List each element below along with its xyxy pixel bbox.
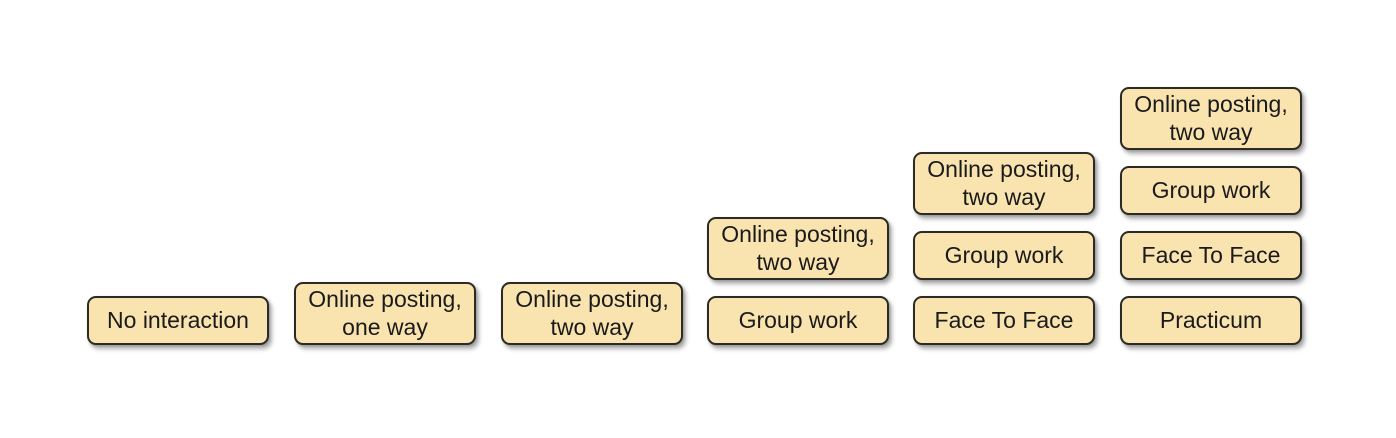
box-label-line: Online posting,	[308, 286, 462, 313]
stair-column-3: Online posting,two way	[501, 282, 683, 345]
box-label-line: Online posting,	[927, 156, 1081, 183]
stair-box: Online posting,two way	[1120, 87, 1302, 150]
box-label-line: two way	[1169, 118, 1253, 145]
box-label-line: two way	[756, 248, 840, 275]
box-label-line: two way	[550, 313, 634, 340]
box-label-line: Group work	[1151, 176, 1271, 203]
stair-box: Face To Face	[1120, 231, 1302, 280]
box-label-line: two way	[962, 183, 1046, 210]
box-label-line: Online posting,	[1134, 91, 1288, 118]
stair-box: Group work	[913, 231, 1095, 280]
stair-box: Group work	[1120, 166, 1302, 215]
stair-box: Face To Face	[913, 296, 1095, 345]
stair-box: Online posting,one way	[294, 282, 476, 345]
stair-column-1: No interaction	[87, 296, 269, 345]
stair-box: Online posting,two way	[707, 217, 889, 280]
box-label-line: No interaction	[107, 306, 249, 333]
box-label-line: Group work	[738, 306, 858, 333]
box-label-line: Practicum	[1159, 306, 1263, 333]
box-label-line: Face To Face	[1141, 241, 1281, 268]
stair-box: Practicum	[1120, 296, 1302, 345]
box-label-line: Group work	[944, 241, 1064, 268]
stair-box: Group work	[707, 296, 889, 345]
stair-box: Online posting,two way	[913, 152, 1095, 215]
stair-box: No interaction	[87, 296, 269, 345]
box-label-line: one way	[342, 313, 428, 340]
stair-box: Online posting,two way	[501, 282, 683, 345]
box-label-line: Online posting,	[515, 286, 669, 313]
box-label-line: Face To Face	[934, 306, 1074, 333]
box-label-line: Online posting,	[721, 221, 875, 248]
stair-column-2: Online posting,one way	[294, 282, 476, 345]
